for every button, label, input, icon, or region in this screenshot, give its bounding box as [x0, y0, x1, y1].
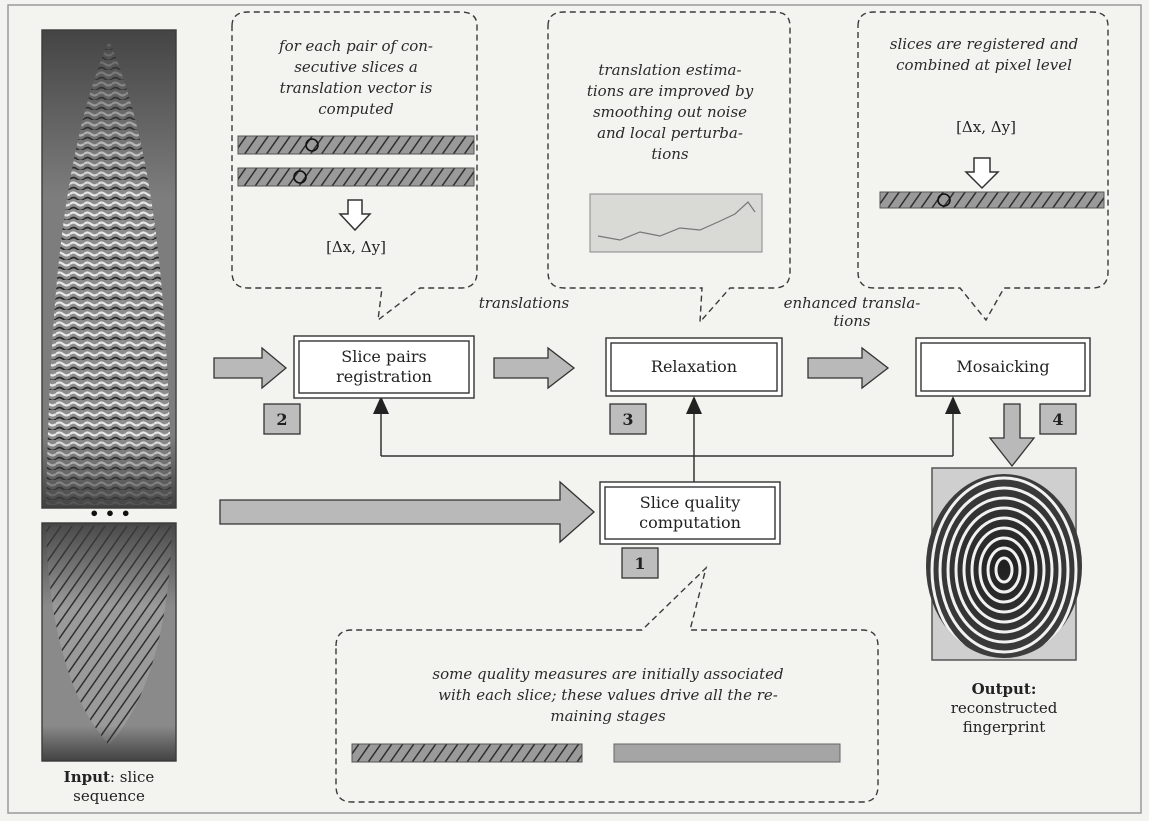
bubble-line: with each slice; these values drive all …: [438, 686, 778, 704]
bubble-relaxation-text: translation estima- tions are improved b…: [552, 60, 788, 165]
input-arrow: [213, 346, 288, 390]
output-fingerprint-image: [926, 467, 1082, 661]
stage-2-line-1: Slice pairs: [341, 347, 427, 366]
output-caption-line3: fingerprint: [962, 718, 1046, 736]
slice-ellipsis: • • •: [89, 504, 131, 523]
bubble-line: computed: [318, 100, 394, 118]
enhanced-line-1: enhanced transla-: [783, 294, 921, 312]
number-box-1: [621, 547, 659, 579]
stage-3-label: Relaxation: [611, 343, 777, 391]
bubble-quality: [335, 565, 879, 803]
number-box-3: [609, 403, 647, 435]
bubble-quality-text: some quality measures are initially asso…: [340, 664, 876, 727]
enhanced-translations-label: enhanced transla- tions: [752, 294, 952, 330]
bubble-line: slices are registered and: [889, 35, 1079, 53]
outer-frame: [7, 4, 1142, 814]
translations-label: translations: [478, 294, 570, 312]
stage-4-label: Mosaicking: [921, 343, 1085, 391]
stage-2-line-2: registration: [336, 367, 432, 386]
arrow-2-to-3: [493, 346, 576, 390]
stage-number-1: 1: [634, 553, 646, 573]
bubble-line: maining stages: [550, 707, 666, 725]
input-caption: Input: slice sequence: [22, 768, 196, 806]
stage-number-4: 4: [1052, 409, 1064, 429]
box-stage-3: [605, 337, 783, 397]
quality-strip-ridges: [351, 743, 583, 763]
arrow-to-output: [988, 403, 1036, 468]
stage-3-line-1: Relaxation: [650, 357, 738, 376]
bubble-line: for each pair of con-: [279, 37, 433, 55]
stage-4-line-1: Mosaicking: [956, 357, 1050, 376]
bubble-line: some quality measures are initially asso…: [432, 665, 784, 683]
bubble-registration: [231, 11, 478, 322]
bubble-line: combined at pixel level: [896, 56, 1072, 74]
box-stage-2: [293, 335, 475, 399]
arrowhead-up-2: [373, 396, 389, 414]
quality-strip-gray: [613, 743, 841, 763]
output-caption-line1: Output:: [971, 680, 1037, 698]
delta-label-mosaicking: [Δx, Δy]: [956, 118, 1016, 136]
input-caption-line2: sequence: [73, 787, 145, 805]
number-box-4: [1039, 403, 1077, 435]
input-caption-rest: : slice: [109, 768, 155, 786]
quality-feedback-lines: [380, 412, 954, 482]
bubble-line: tions are improved by: [586, 82, 754, 100]
stage-number-2: 2: [276, 409, 288, 429]
bubble-line: and local perturba-: [597, 124, 743, 142]
output-caption-line2: reconstructed: [950, 699, 1058, 717]
bubble-registration-text: for each pair of con- secutive slices a …: [238, 36, 474, 120]
bubble-mosaicking: [857, 11, 1109, 322]
bubble-mosaicking-text: slices are registered and combined at pi…: [862, 34, 1106, 76]
stage-1-label: Slice quality computation: [605, 487, 775, 539]
box-stage-4: [915, 337, 1091, 397]
bubble-line: translation vector is: [279, 79, 433, 97]
input-slices-upper: [41, 29, 177, 509]
delta-label-registration: [Δx, Δy]: [326, 238, 386, 256]
stage-2-label: Slice pairs registration: [299, 341, 469, 393]
arrowhead-up-4: [945, 396, 961, 414]
number-box-2: [263, 403, 301, 435]
slice-strip-b: [237, 167, 475, 187]
mosaic-strip: [879, 191, 1105, 209]
bubble-relaxation: [547, 11, 791, 324]
bubble-line: secutive slices a: [294, 58, 418, 76]
input-slices-lower: [41, 522, 177, 762]
bubble-line: translation estima-: [598, 61, 742, 79]
arrowhead-up-3: [686, 396, 702, 414]
slice-strip-a: [237, 135, 475, 155]
stage-1-line-1: Slice quality: [639, 493, 741, 512]
relaxation-plot-thumbnail: [589, 193, 763, 253]
box-stage-1: [599, 481, 781, 545]
input-caption-bold: Input: [63, 768, 110, 786]
down-arrow-icon: [338, 199, 372, 232]
stage-1-line-2: computation: [639, 513, 741, 532]
down-arrow-icon-2: [964, 157, 1000, 190]
stage-number-3: 3: [622, 409, 634, 429]
output-caption: Output: reconstructed fingerprint: [924, 680, 1084, 737]
arrow-3-to-4: [807, 346, 890, 390]
bubble-line: tions: [651, 145, 689, 163]
arrow-input-to-quality: [219, 480, 595, 544]
bubble-line: smoothing out noise: [592, 103, 748, 121]
enhanced-line-2: tions: [833, 312, 871, 330]
